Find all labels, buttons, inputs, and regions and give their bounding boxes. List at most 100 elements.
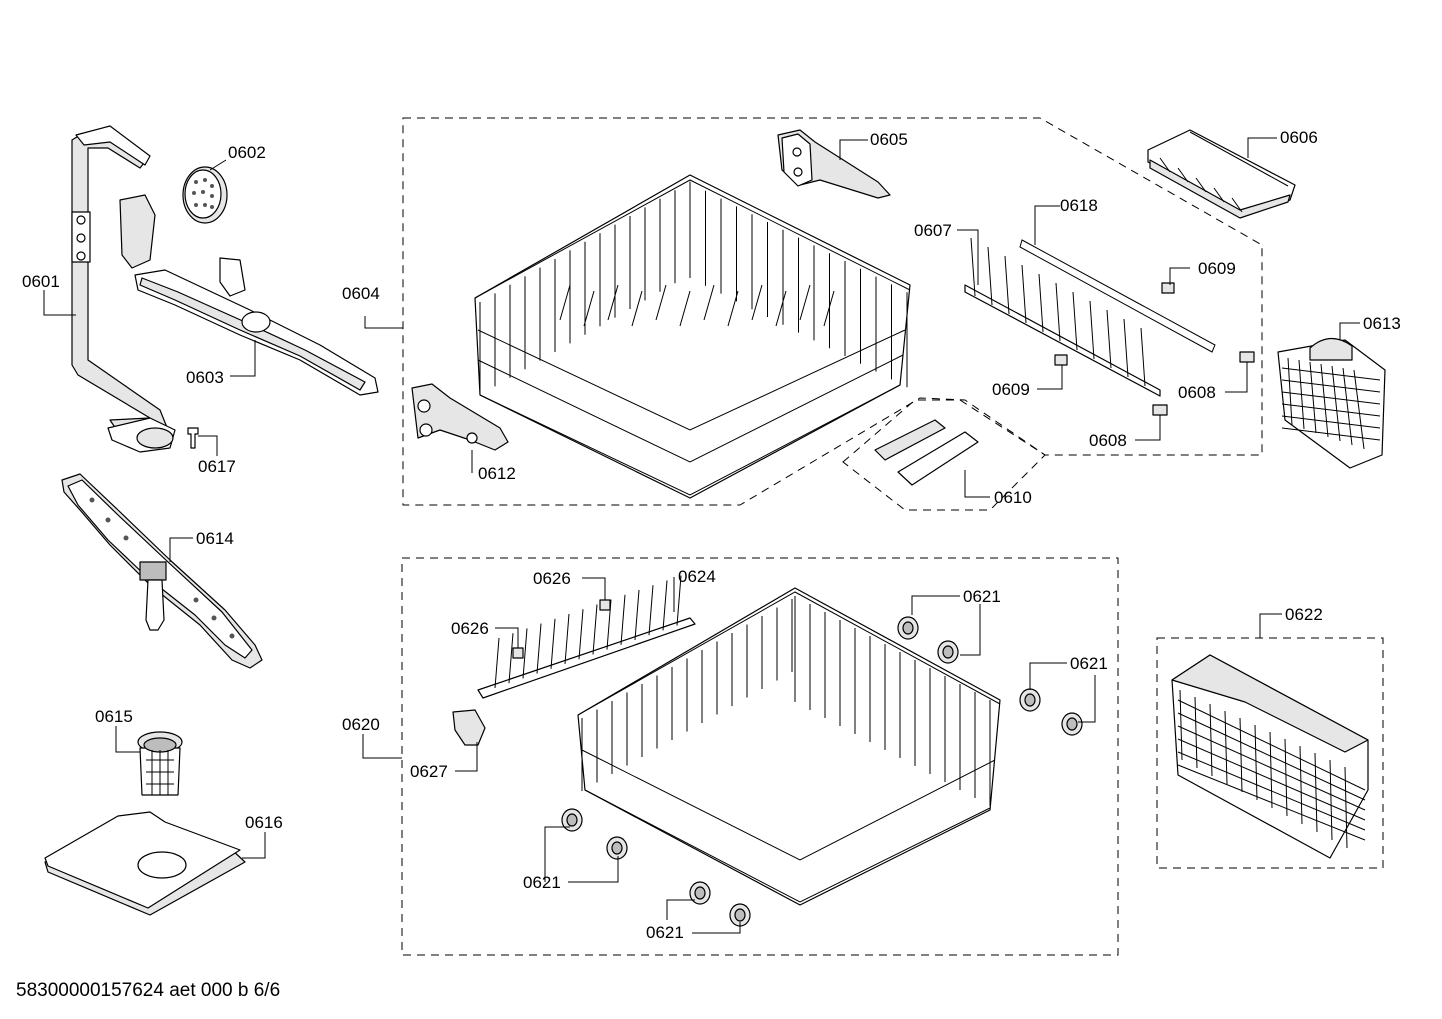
wire-segment (592, 604, 598, 655)
clip-0626-a (599, 599, 611, 611)
leader-lines (43, 137, 1360, 934)
wire-segment (559, 284, 571, 321)
wire-segment (1140, 327, 1146, 387)
wire-segment (1038, 273, 1044, 333)
rack-handle-0610 (874, 419, 979, 486)
screw-0617 (187, 427, 199, 449)
wire-segment (1177, 725, 1366, 811)
part-labels: 0601 0602 0603 0604 0605 0606 0607 0608 … (22, 128, 1401, 942)
wheel-hub (611, 841, 623, 855)
wire-segment (655, 284, 667, 321)
rack-handle-group-box (842, 399, 1046, 511)
wire-segment (987, 246, 993, 306)
wire-segment (1177, 751, 1366, 831)
wire-segment (676, 575, 682, 626)
label-0601: 0601 (22, 272, 60, 291)
upper-spray-arm-0603 (119, 194, 379, 396)
wire-segment (1320, 363, 1329, 438)
label-0616: 0616 (245, 813, 283, 832)
wire-segment (775, 290, 787, 327)
cutlery-basket-0613 (1277, 337, 1386, 469)
cutlery-basket-0622 (1171, 654, 1369, 859)
wire-segment (1281, 367, 1381, 381)
label-0606: 0606 (1280, 128, 1318, 147)
label-0627: 0627 (410, 762, 448, 781)
label-0620: 0620 (342, 715, 380, 734)
document-reference: 58300000157624 aet 000 b 6/6 (16, 980, 281, 1001)
wheel-hub (942, 645, 954, 659)
wire-segment (662, 580, 668, 631)
wire-segment (1021, 264, 1027, 324)
wire-segment (1106, 309, 1112, 369)
wire-segment (1342, 367, 1353, 446)
wheel-hub (1066, 717, 1078, 731)
wire-segment (1123, 318, 1129, 378)
wheel-hub (694, 886, 706, 900)
spray-disc-0602 (182, 166, 228, 224)
bracket-0627 (452, 709, 486, 746)
label-0609-a: 0609 (1198, 259, 1236, 278)
label-0622: 0622 (1285, 605, 1323, 624)
label-0613: 0613 (1363, 314, 1401, 333)
label-0617: 0617 (198, 457, 236, 476)
label-0626-b: 0626 (451, 619, 489, 638)
label-0603: 0603 (186, 368, 224, 387)
lower-rack-0620 (577, 587, 1001, 906)
cup-rack-0606 (1147, 129, 1296, 219)
wire-segment (1177, 699, 1366, 791)
tine-row-0607-0618 (964, 237, 1216, 397)
wire-segment (727, 290, 739, 327)
clip-0609-a (1161, 282, 1175, 294)
filter-plate-0616 (44, 811, 246, 916)
clip-0608-b (1152, 404, 1168, 416)
wire-segment (1281, 403, 1381, 417)
wheel-hub (902, 621, 914, 635)
label-0614: 0614 (196, 529, 234, 548)
wire-segment (620, 594, 626, 645)
supply-pipe-0601 (71, 125, 176, 453)
label-0609-b: 0609 (992, 380, 1030, 399)
wheel-hub (734, 908, 746, 922)
wire-segment (1331, 365, 1341, 442)
clip-0608-a (1239, 351, 1255, 363)
filter-0615 (137, 731, 183, 796)
label-0621-c: 0621 (523, 873, 561, 892)
wire-segment (703, 284, 715, 321)
label-0607: 0607 (914, 221, 952, 240)
cutlery-basket-group-box (1156, 637, 1384, 869)
wire-segment (550, 618, 556, 669)
rack-hinge-0605 (777, 129, 891, 199)
wire-segment (536, 623, 542, 674)
wire-segment (1309, 361, 1317, 434)
clip-0609-b (1054, 354, 1068, 366)
wire-segment (751, 284, 763, 321)
upper-rack-0604 (474, 174, 911, 499)
wheel-hub (566, 813, 578, 827)
lower-rack-group-box (401, 557, 1119, 956)
wire-segment (1072, 291, 1078, 351)
wire-segment (679, 290, 691, 327)
wire-segment (1055, 282, 1061, 342)
label-0624: 0624 (678, 567, 716, 586)
lower-spray-arm-0614 (61, 473, 263, 669)
label-0618: 0618 (1060, 196, 1098, 215)
wire-segment (634, 589, 640, 641)
wire-segment (1177, 738, 1366, 821)
label-0621-b: 0621 (1070, 654, 1108, 673)
wire-segment (522, 628, 528, 679)
label-0612: 0612 (478, 464, 516, 483)
wire-segment (578, 609, 584, 660)
label-0626-a: 0626 (533, 569, 571, 588)
clip-0626-b (512, 647, 524, 659)
wire-segment (607, 284, 619, 321)
label-0621-d: 0621 (646, 923, 684, 942)
label-0608-a: 0608 (1178, 383, 1216, 402)
label-0615: 0615 (95, 707, 133, 726)
wire-segment (1177, 764, 1366, 841)
wire-segment (564, 613, 570, 665)
wire-segment (1353, 369, 1365, 450)
wire-segment (1281, 427, 1381, 441)
wire-segment (1089, 300, 1095, 360)
wire-segment (1177, 712, 1366, 801)
